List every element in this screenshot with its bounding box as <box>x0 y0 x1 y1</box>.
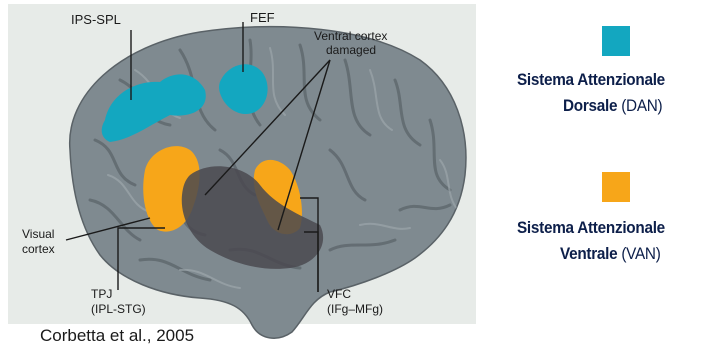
legend-swatch-ventral <box>602 172 630 202</box>
legend-ventral-line2: Ventrale (VAN) <box>560 244 661 264</box>
figure-source: Corbetta et al., 2005 <box>40 326 194 346</box>
legend-dorsal-line1: Sistema Attenzionale <box>517 70 665 90</box>
label-ventral-damaged-1: Ventral cortex <box>314 29 387 43</box>
label-fef: FEF <box>250 10 275 25</box>
legend-dorsal-line2: Dorsale (DAN) <box>563 96 662 116</box>
label-vfc-area: (IFg–MFg) <box>327 302 383 316</box>
label-visual-cortex-1: Visual <box>22 227 54 241</box>
label-ventral-damaged-2: damaged <box>326 43 376 57</box>
label-vfc: VFC <box>327 287 351 301</box>
label-tpj-area: (IPL-STG) <box>91 302 146 316</box>
label-tpj: TPJ <box>91 287 112 301</box>
label-visual-cortex-2: cortex <box>22 242 55 256</box>
legend-ventral-line1: Sistema Attenzionale <box>517 218 665 238</box>
label-ips-spl: IPS-SPL <box>71 12 121 27</box>
legend-swatch-dorsal <box>602 26 630 56</box>
